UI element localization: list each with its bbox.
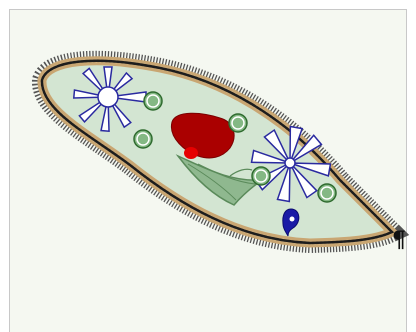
paragraph-mark: ¶ bbox=[392, 229, 406, 251]
micronucleus-icon bbox=[184, 147, 198, 159]
